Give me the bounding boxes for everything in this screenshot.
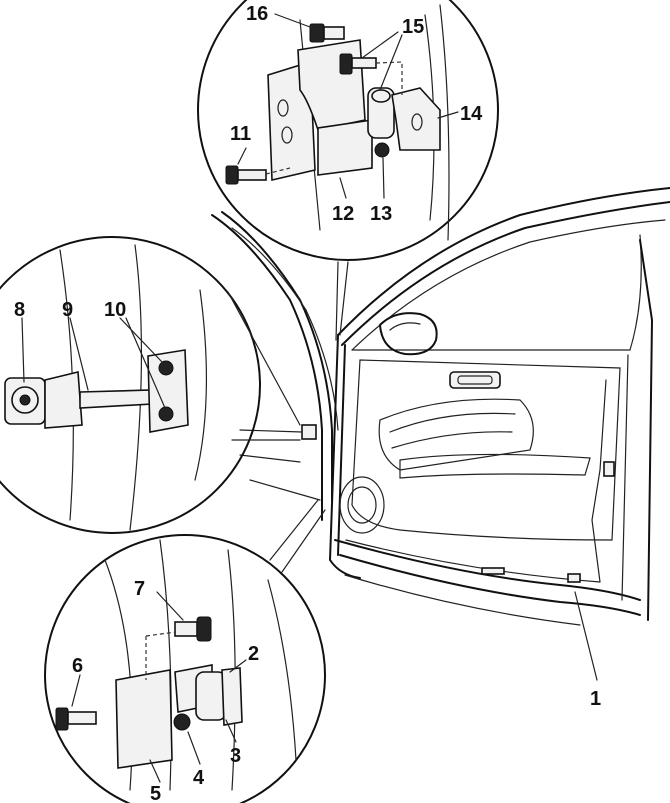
bolt-16 xyxy=(309,23,345,43)
bolt-7 xyxy=(174,616,212,642)
bolt-8 xyxy=(4,377,46,425)
callout-label-14: 14 xyxy=(460,103,483,125)
check-strap-detail xyxy=(0,236,301,534)
bolt-11 xyxy=(225,165,267,185)
callout-label-11: 11 xyxy=(230,123,251,145)
callout-label-1: 1 xyxy=(590,688,601,710)
callout-label-6: 6 xyxy=(72,655,83,677)
car-door-outline xyxy=(211,187,670,626)
callout-label-2: 2 xyxy=(248,643,259,665)
callout-label-10: 10 xyxy=(104,299,126,321)
callout-label-3: 3 xyxy=(230,745,241,767)
callout-label-5: 5 xyxy=(150,783,161,803)
callout-label-16: 16 xyxy=(246,3,268,25)
callout-label-12: 12 xyxy=(332,203,354,225)
callout-label-7: 7 xyxy=(134,578,145,600)
callout-labels: 1 2 3 4 5 6 7 8 9 10 11 12 13 14 15 16 xyxy=(14,3,601,803)
bolt-6 xyxy=(55,707,97,731)
callout-label-9: 9 xyxy=(62,299,73,321)
callout-label-13: 13 xyxy=(370,203,392,225)
callout-label-8: 8 xyxy=(14,299,25,321)
lower-hinge-detail xyxy=(44,499,326,803)
callout-label-15: 15 xyxy=(402,16,424,38)
upper-hinge-detail xyxy=(197,0,499,341)
callout-label-4: 4 xyxy=(193,767,205,789)
